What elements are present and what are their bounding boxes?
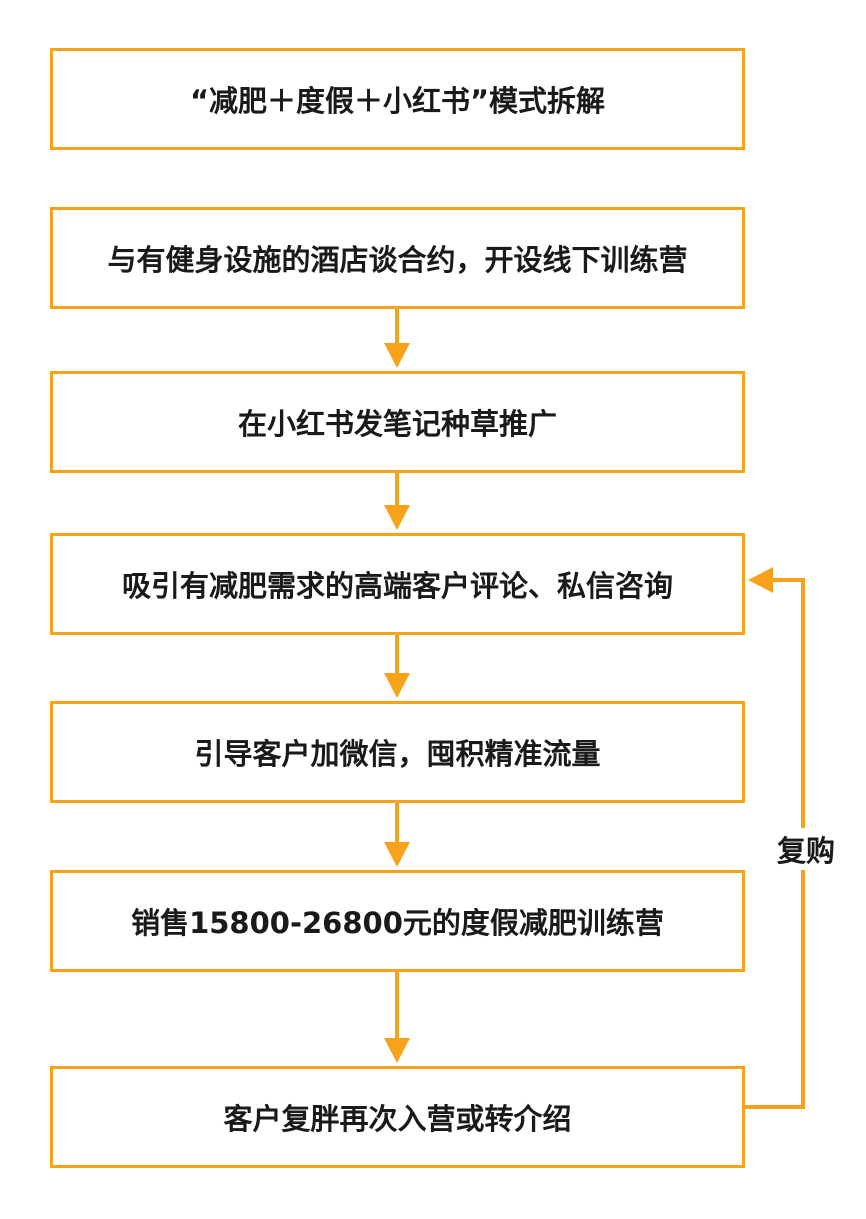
arrow-down-1 xyxy=(384,309,410,368)
step-box-6: 客户复胖再次入营或转介绍 xyxy=(50,1066,745,1168)
loop-label: 复购 xyxy=(770,828,842,870)
step-box-3: 吸引有减肥需求的高端客户评论、私信咨询 xyxy=(50,533,745,635)
title-text: “减肥＋度假＋小红书”模式拆解 xyxy=(189,84,606,118)
step-text-4: 引导客户加微信，囤积精准流量 xyxy=(194,737,601,771)
step-box-1: 与有健身设施的酒店谈合约，开设线下训练营 xyxy=(50,207,745,309)
step-box-4: 引导客户加微信，囤积精准流量 xyxy=(50,701,745,803)
step-text-5: 销售15800-26800元的度假减肥训练营 xyxy=(131,906,664,940)
step-text-3: 吸引有减肥需求的高端客户评论、私信咨询 xyxy=(121,569,673,603)
step-box-5: 销售15800-26800元的度假减肥训练营 xyxy=(50,870,745,972)
arrow-down-2 xyxy=(384,473,410,530)
step-text-1: 与有健身设施的酒店谈合约，开设线下训练营 xyxy=(107,243,688,277)
title-box: “减肥＋度假＋小红书”模式拆解 xyxy=(50,48,745,150)
step-text-2: 在小红书发笔记种草推广 xyxy=(237,407,557,441)
step-box-2: 在小红书发笔记种草推广 xyxy=(50,371,745,473)
arrow-down-5 xyxy=(384,972,410,1063)
arrow-down-3 xyxy=(384,635,410,698)
arrow-down-4 xyxy=(384,803,410,867)
step-text-6: 客户复胖再次入营或转介绍 xyxy=(223,1102,572,1136)
